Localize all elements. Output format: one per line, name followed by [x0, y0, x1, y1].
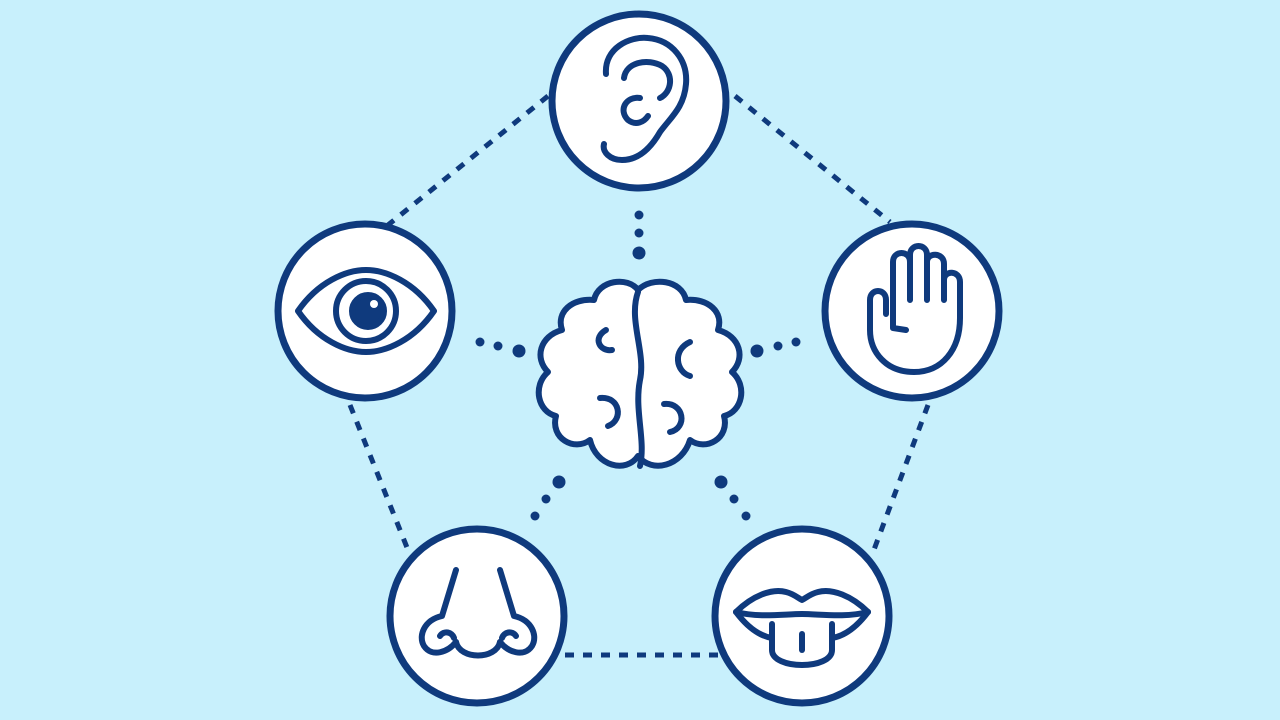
sense-touch	[821, 220, 1003, 402]
sense-hearing	[548, 10, 730, 192]
connector-ear-hand	[733, 94, 892, 224]
spoke-eye	[475, 337, 526, 358]
spoke-hand	[750, 337, 801, 358]
hand-icon	[867, 243, 963, 375]
sense-smell	[386, 525, 568, 707]
outer-connection-ring	[347, 94, 931, 658]
ear-icon	[600, 34, 690, 163]
spoke-tongue	[714, 475, 751, 521]
brain-icon	[535, 278, 745, 469]
eye-icon	[295, 267, 437, 355]
spoke-dots	[475, 210, 801, 521]
tongue-icon	[733, 588, 871, 668]
spoke-ear	[632, 210, 646, 260]
sense-sight	[274, 220, 456, 402]
nose-icon	[418, 567, 538, 659]
connector-hand-tongue	[869, 404, 931, 556]
connector-eye-nose	[347, 404, 413, 556]
connector-ear-eye	[386, 94, 550, 227]
sense-taste	[711, 525, 893, 707]
touch-circle	[821, 220, 1003, 402]
smell-circle	[386, 525, 568, 707]
spoke-nose	[530, 475, 566, 521]
